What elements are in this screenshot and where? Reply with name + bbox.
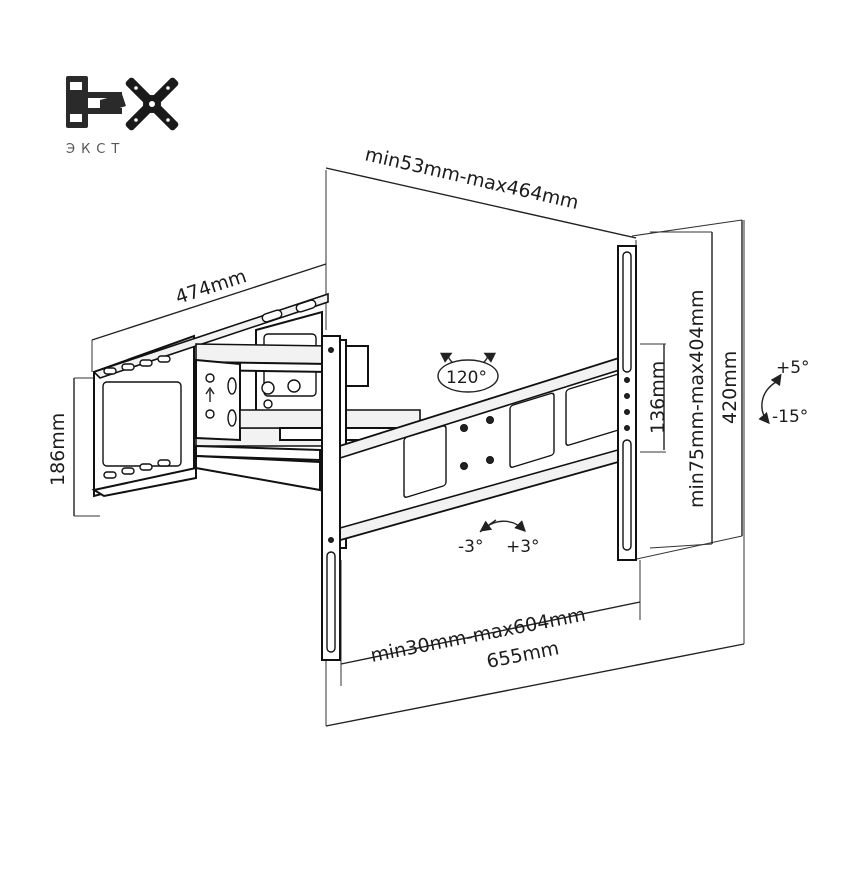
swivel-angle-label: 120°	[446, 368, 487, 388]
tv-mount-logo-icon	[66, 76, 179, 131]
level-right-label: +3°	[506, 537, 540, 557]
tilt-down-label: -15°	[772, 407, 808, 427]
level-arrow-icon	[479, 519, 526, 533]
tv-bracket-rail	[339, 352, 633, 542]
vesa-vertical-label: min75mm-max404mm	[686, 289, 708, 508]
tilt-arrow-icon	[758, 373, 782, 425]
wall-plate-height-label: 186mm	[47, 413, 69, 486]
rail-spacing-label: 136mm	[647, 361, 669, 434]
tilt-up-label: +5°	[776, 358, 810, 378]
bracket-height-label: 420mm	[719, 351, 741, 424]
wall-plate-slots	[103, 355, 171, 479]
plate-depth-label: min53mm-max464mm	[363, 143, 581, 214]
logo-caption: ЭКСТ	[66, 142, 125, 157]
swivel-indicator	[437, 352, 499, 393]
level-left-label: -3°	[458, 537, 483, 557]
arm-length-label: 474mm	[173, 265, 250, 309]
tv-vertical-arm-right	[617, 245, 637, 561]
tv-vertical-arm-left	[321, 335, 341, 661]
dimension-lines	[73, 167, 745, 727]
